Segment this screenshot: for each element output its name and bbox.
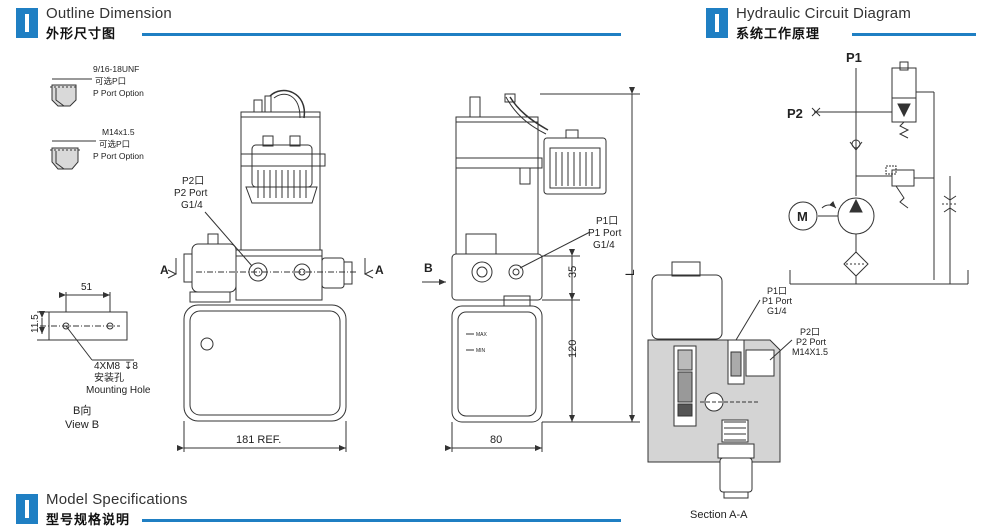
view-b-hole-depth: ↧8 bbox=[124, 361, 138, 372]
tank-max-label: MAX bbox=[476, 332, 488, 338]
header-bar-icon bbox=[706, 8, 728, 38]
circuit-p1: P1 bbox=[846, 50, 862, 65]
section-p2-size: M14X1.5 bbox=[792, 347, 828, 357]
side-p1-en: P1 Port bbox=[588, 228, 622, 239]
port-option-en: P Port Option bbox=[93, 88, 144, 98]
header-bar-icon bbox=[16, 494, 38, 524]
side-p1-cn: P1口 bbox=[596, 216, 618, 227]
port-option-en: P Port Option bbox=[93, 151, 144, 161]
port-option-cn: 可选P口 bbox=[95, 76, 126, 86]
circuit-motor: M bbox=[797, 209, 808, 224]
section-p1-cn: P1口 bbox=[767, 286, 787, 296]
outline-dimension-header: Outline Dimension 外形尺寸图 bbox=[16, 5, 621, 41]
section-p1-en: P1 Port bbox=[762, 296, 793, 306]
side-dim-120: 120 bbox=[567, 340, 579, 358]
section-p1-size: G1/4 bbox=[767, 306, 787, 316]
model-specifications-header: Model Specifications 型号规格说明 bbox=[16, 491, 621, 527]
port-option-unf: 9/16-18UNF 可选P口 P Port Option bbox=[50, 64, 144, 107]
port-option-metric: M14x1.5 可选P口 P Port Option bbox=[50, 127, 144, 170]
view-b-en: View B bbox=[65, 419, 99, 431]
section-a-a: P1口 P1 Port G1/4 P2口 P2 Port M14X1.5 Sec… bbox=[647, 261, 828, 521]
view-b-hole-en: Mounting Hole bbox=[86, 385, 151, 396]
front-p2-size: G1/4 bbox=[181, 200, 203, 211]
side-dim-35: 35 bbox=[567, 266, 579, 278]
section-arrow-left: A bbox=[160, 263, 169, 277]
side-view: MAX MIN B P1口 P1 Port G1/4 35 120 L 80 bbox=[422, 87, 640, 452]
view-b-detail: 51 11.5 4XM8 ↧8 安装孔 Mounting Hole B向 Vie… bbox=[30, 282, 151, 431]
header-rule bbox=[142, 33, 621, 36]
header-title-en: Outline Dimension bbox=[46, 5, 172, 22]
view-b-height: 11.5 bbox=[30, 314, 41, 333]
side-p1-size: G1/4 bbox=[593, 240, 615, 251]
header-title-en: Model Specifications bbox=[46, 491, 188, 508]
section-p2-en: P2 Port bbox=[796, 337, 827, 347]
side-dim-l: L bbox=[623, 269, 637, 276]
view-b-cn: B向 bbox=[73, 403, 91, 417]
front-p2-en: P2 Port bbox=[174, 188, 208, 199]
section-caption: Section A-A bbox=[690, 509, 748, 521]
tank-min-label: MIN bbox=[476, 348, 486, 354]
header-title-en: Hydraulic Circuit Diagram bbox=[736, 5, 912, 22]
header-title-cn: 系统工作原理 bbox=[736, 26, 821, 41]
view-b-hole-spec: 4XM8 bbox=[94, 361, 121, 372]
section-arrow-right: A bbox=[375, 263, 384, 277]
front-overall-width: 181 REF. bbox=[236, 434, 281, 446]
header-rule bbox=[852, 33, 976, 36]
cooling-fins bbox=[257, 170, 307, 198]
header-rule bbox=[142, 519, 621, 522]
relay-fins bbox=[555, 152, 593, 186]
hydraulic-circuit: P1 P2 M bbox=[787, 50, 969, 285]
section-p2-cn: P2口 bbox=[800, 327, 820, 337]
port-option-spec: M14x1.5 bbox=[102, 127, 135, 137]
view-b-arrow: B bbox=[424, 261, 433, 275]
header-title-cn: 型号规格说明 bbox=[46, 512, 131, 527]
header-bar-icon bbox=[16, 8, 38, 38]
header-title-cn: 外形尺寸图 bbox=[46, 26, 117, 41]
view-b-hole-cn: 安装孔 bbox=[94, 371, 124, 384]
view-b-width: 51 bbox=[81, 282, 93, 293]
front-view: P2口 P2 Port G1/4 A A 181 REF. bbox=[160, 89, 384, 452]
side-dim-80: 80 bbox=[490, 434, 502, 446]
circuit-p2: P2 bbox=[787, 106, 803, 121]
hydraulic-circuit-header: Hydraulic Circuit Diagram 系统工作原理 bbox=[706, 5, 976, 41]
port-option-cn: 可选P口 bbox=[99, 139, 130, 149]
front-p2-cn: P2口 bbox=[182, 176, 204, 187]
port-option-spec: 9/16-18UNF bbox=[93, 64, 139, 74]
